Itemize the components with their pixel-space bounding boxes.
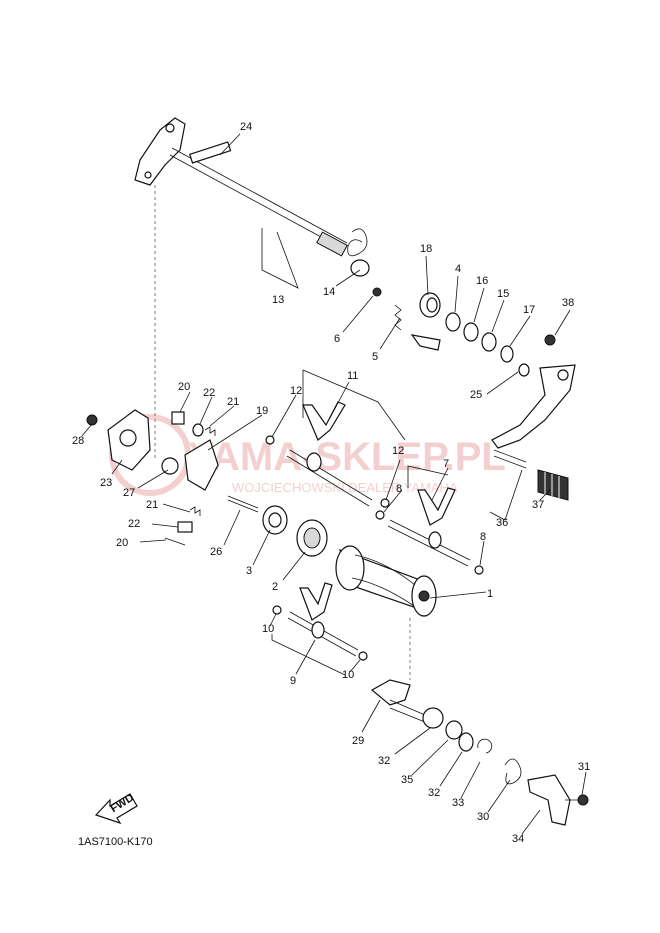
callout-6: 6: [334, 333, 340, 345]
callout-4: 4: [455, 263, 461, 275]
callout-9: 9: [290, 675, 296, 687]
diagram-code: 1AS7100-K170: [78, 836, 153, 848]
callout-labels: 24 13 14 18 4 16 15 17 38 6 5 25 11 12 1…: [72, 121, 590, 845]
fwd-arrow-icon: FWD: [94, 792, 138, 825]
callout-32a: 32: [378, 755, 390, 767]
callout-23: 23: [100, 477, 112, 489]
left-parts: [86, 409, 259, 546]
callout-16: 16: [476, 275, 488, 287]
callout-3: 3: [246, 565, 252, 577]
callout-10b: 10: [342, 669, 354, 681]
stopper-parts: [372, 287, 514, 363]
callout-27: 27: [123, 487, 135, 499]
bearing-segment: [262, 505, 328, 557]
callout-33: 33: [452, 797, 464, 809]
callout-24: 24: [240, 121, 252, 133]
callout-5: 5: [372, 351, 378, 363]
callout-8b: 8: [480, 531, 486, 543]
callout-15: 15: [497, 288, 509, 300]
callout-35: 35: [401, 774, 413, 786]
watermark-text: YAMA-SKLEP.PL: [188, 435, 506, 479]
callout-30: 30: [477, 811, 489, 823]
shift-forks-assembly: [265, 401, 484, 661]
callout-1: 1: [487, 588, 493, 600]
callout-10a: 10: [262, 623, 274, 635]
callout-14: 14: [323, 286, 335, 298]
callout-21a: 21: [227, 396, 239, 408]
callout-19: 19: [256, 405, 268, 417]
callout-26: 26: [210, 546, 222, 558]
shift-drum: [335, 545, 437, 617]
callout-20b: 20: [116, 537, 128, 549]
callout-20a: 20: [178, 381, 190, 393]
lower-shaft-assembly: [370, 618, 589, 826]
callout-2: 2: [272, 581, 278, 593]
shift-pedal-assembly: [491, 334, 576, 501]
watermark: YAMA-SKLEP.PL WOJCIECHOWSKI DEALER YAMAH…: [109, 414, 506, 496]
callout-22a: 22: [203, 387, 215, 399]
shift-shaft-assembly: [134, 117, 370, 460]
callout-28: 28: [72, 435, 84, 447]
callout-12a: 12: [290, 385, 302, 397]
callout-12b: 12: [392, 445, 404, 457]
callout-31: 31: [578, 761, 590, 773]
callout-17: 17: [523, 304, 535, 316]
callout-36: 36: [496, 517, 508, 529]
callout-21b: 21: [146, 499, 158, 511]
callout-38: 38: [562, 297, 574, 309]
leader-lines: [81, 133, 587, 835]
callout-8a: 8: [396, 483, 402, 495]
callout-34: 34: [512, 833, 524, 845]
callout-25: 25: [470, 389, 482, 401]
callout-32b: 32: [428, 787, 440, 799]
callout-13: 13: [272, 294, 284, 306]
callout-18: 18: [420, 243, 432, 255]
callout-22b: 22: [128, 518, 140, 530]
callout-11: 11: [347, 370, 358, 382]
callout-7: 7: [443, 458, 449, 470]
callout-37: 37: [532, 499, 544, 511]
callout-29: 29: [352, 735, 364, 747]
